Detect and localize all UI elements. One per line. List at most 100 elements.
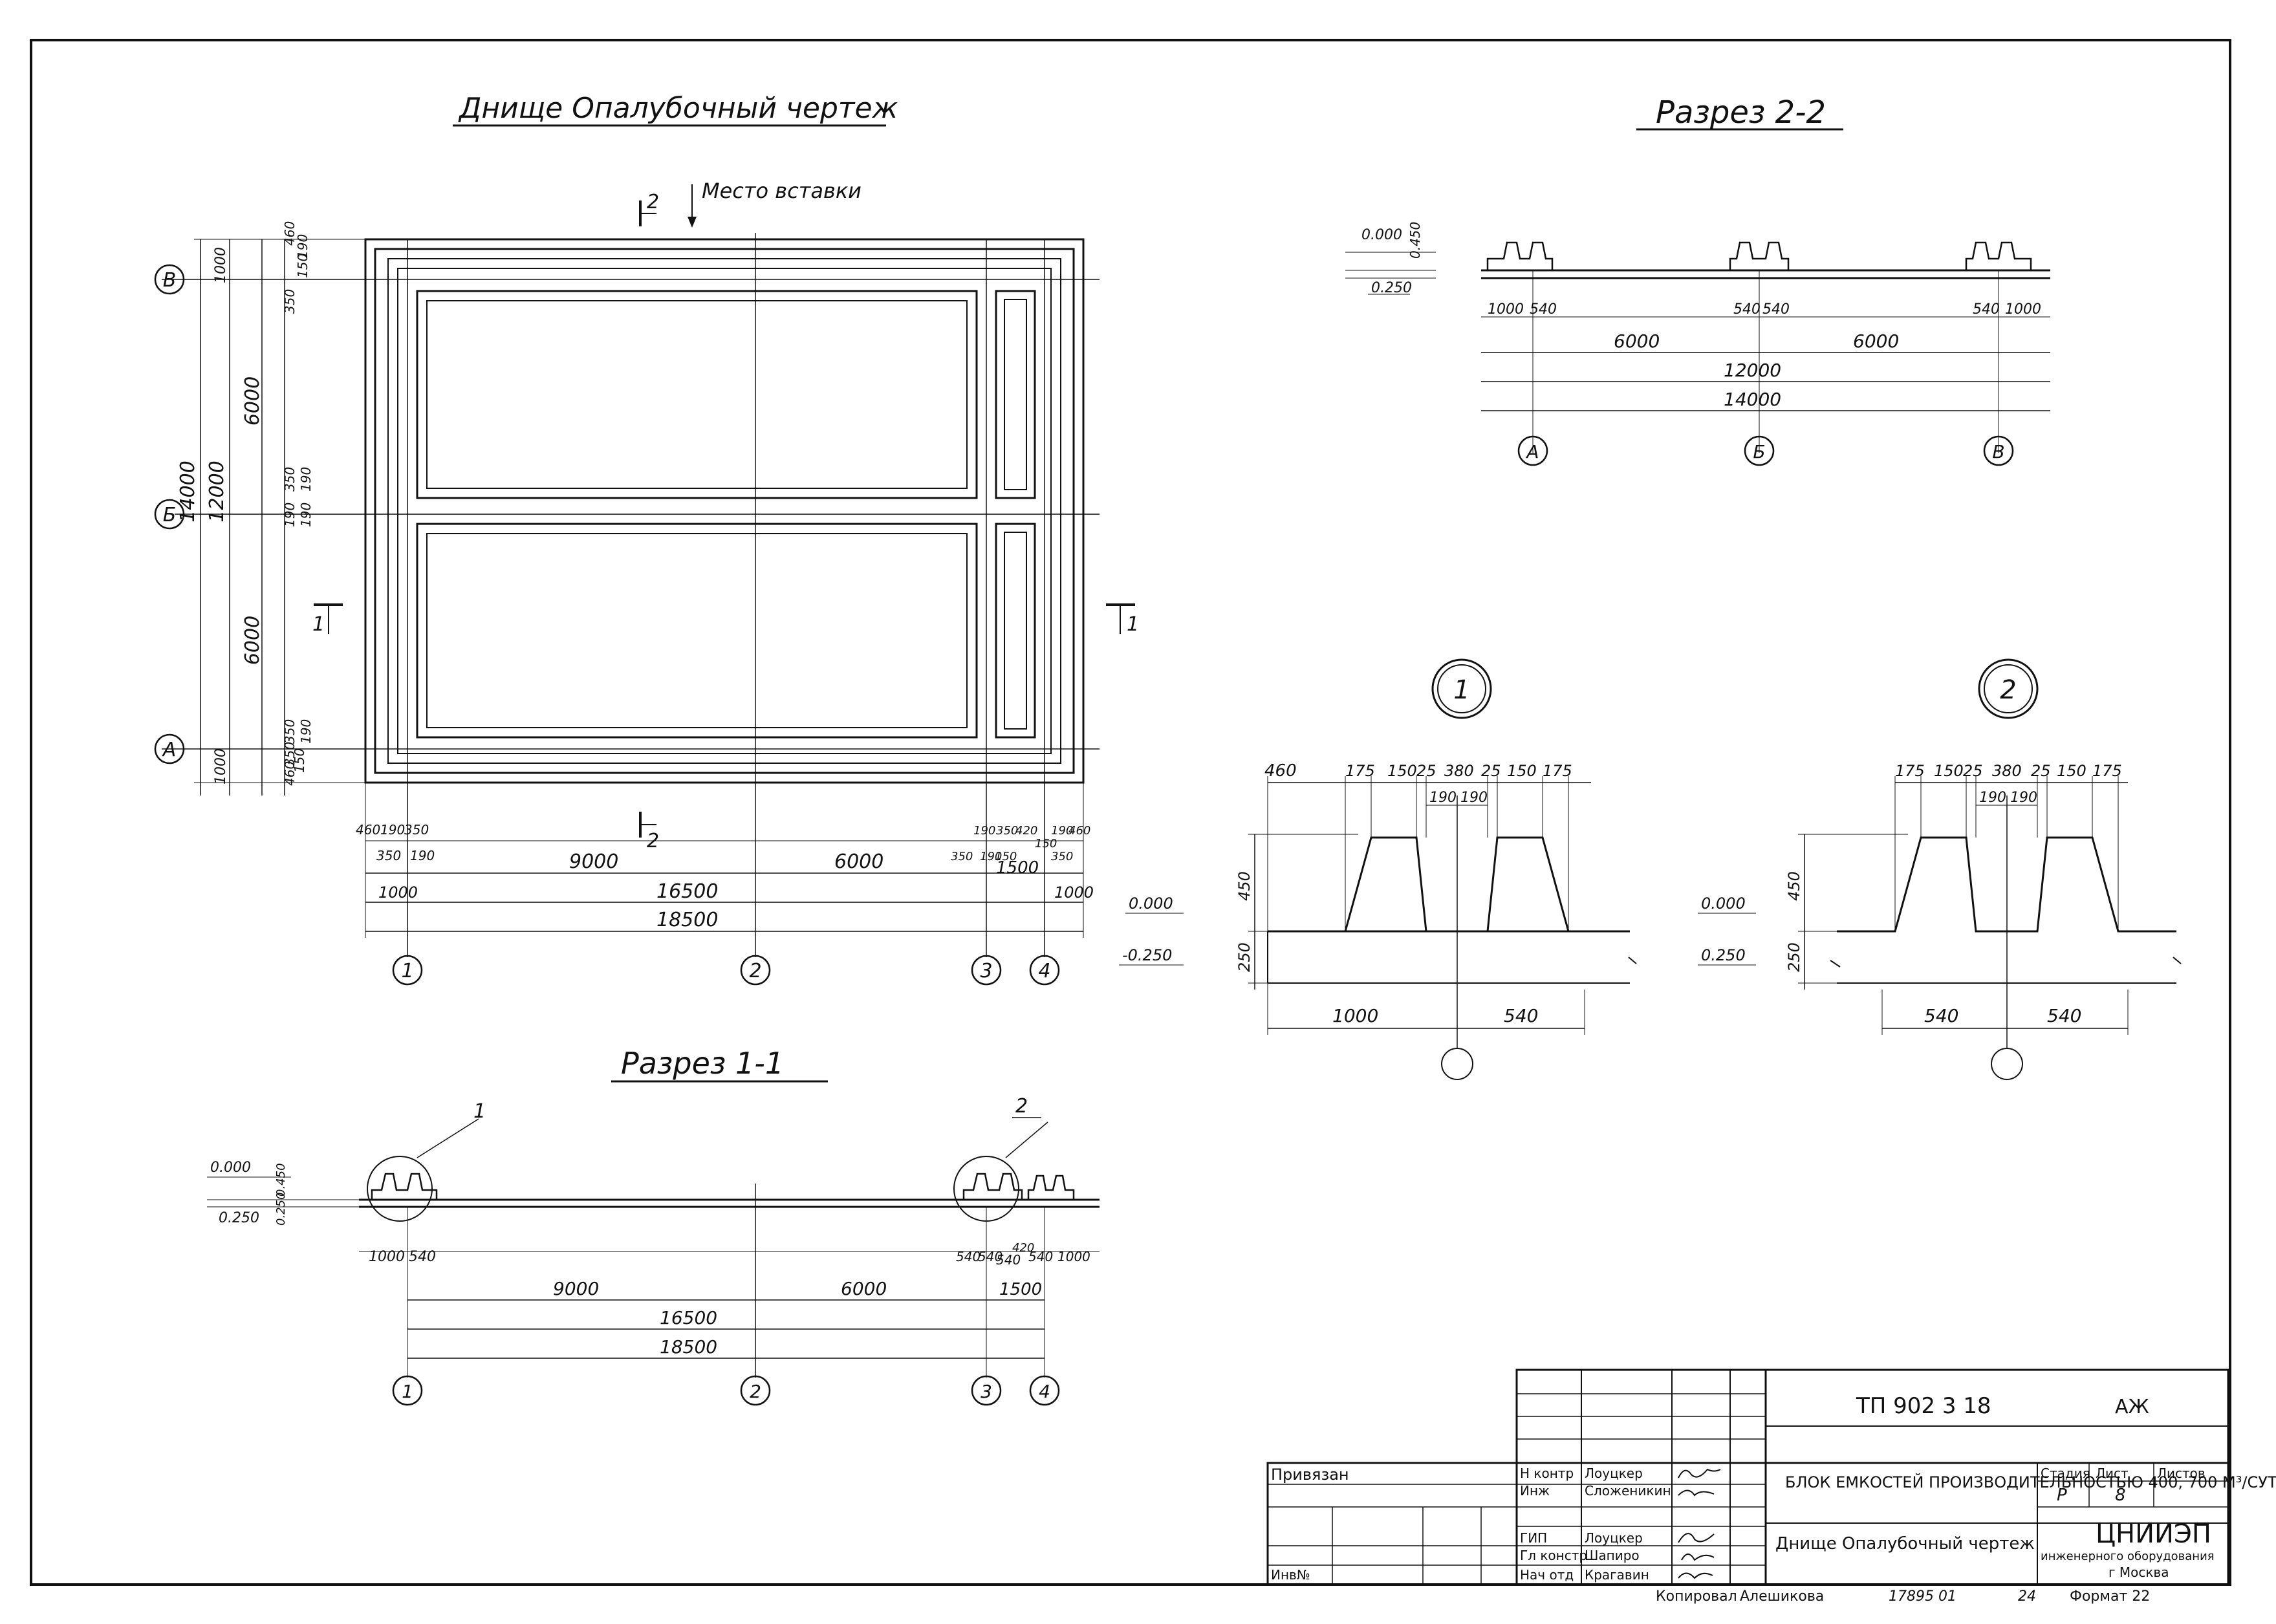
detail2-axis-bubble [1991,1048,2023,1080]
svg-text:1000: 1000 [1057,1249,1090,1264]
svg-text:0.000: 0.000 [1701,894,1746,913]
section22-title: Разрез 2-2 [1656,94,1826,131]
svg-text:Листов: Листов [2157,1466,2206,1481]
detail-2: 2 450 250 0.000 0.250 175 150 25 380 25 … [1698,658,2182,1080]
svg-text:1000: 1000 [1488,301,1524,318]
axis-bubble-1 [392,955,423,986]
svg-text:460: 460 [282,221,298,246]
svg-text:175: 175 [1895,762,1925,780]
svg-text:Стадия: Стадия [2041,1466,2090,1481]
plan-view: Место вставки 2 2 1 1 В Б А 14000 12000 … [154,179,1139,986]
svg-text:Лоуцкер: Лоуцкер [1585,1466,1643,1481]
svg-text:12000: 12000 [1724,360,1781,381]
svg-text:190: 190 [295,234,310,259]
svg-text:12000: 12000 [206,460,228,522]
svg-text:А: А [1525,441,1539,462]
svg-text:250: 250 [1235,942,1253,972]
svg-text:6000: 6000 [1853,330,1899,352]
svg-text:2: 2 [750,1381,761,1402]
svg-text:18500: 18500 [656,909,718,931]
signature-1 [1678,1468,1721,1478]
svg-text:3: 3 [980,960,992,982]
svg-text:1000: 1000 [213,247,229,283]
svg-text:3: 3 [981,1381,992,1402]
axis-bubble-B [154,499,185,530]
svg-text:350: 350 [282,289,298,314]
insert-note: Место вставки [702,179,862,203]
svg-text:6000: 6000 [241,376,264,426]
axis-bubble-A [154,733,185,764]
svg-text:175: 175 [1345,762,1375,780]
svg-text:250: 250 [1785,942,1803,972]
svg-text:Привязан: Привязан [1271,1466,1349,1484]
section22-axis-B [1744,435,1775,466]
svg-text:1: 1 [401,960,413,982]
svg-text:16500: 16500 [660,1307,717,1328]
axis-bubble-4 [1029,955,1060,986]
section11-axis-4 [1029,1375,1060,1406]
detail2-bubble [1978,658,2039,719]
svg-text:Н контр: Н контр [1520,1466,1574,1481]
svg-text:2: 2 [1015,1095,1028,1118]
signature-2 [1678,1489,1715,1497]
svg-text:Крагавин: Крагавин [1585,1567,1649,1583]
svg-text:9000: 9000 [569,850,618,873]
svg-text:Инж: Инж [1520,1483,1550,1499]
svg-text:540: 540 [2047,1005,2081,1026]
svg-text:540: 540 [409,1249,436,1265]
svg-text:24: 24 [2018,1588,2036,1605]
sheet-frame [30,39,2231,1586]
svg-text:150: 150 [292,748,307,773]
callout-circle-1 [367,1156,433,1222]
title-block: ТП 902 3 18 АЖ БЛОК ЕМКОСТЕЙ ПРОИЗВОДИТЕ… [1266,1369,2276,1605]
axis-bubble-2 [740,955,771,986]
svg-text:460: 460 [282,761,298,786]
svg-text:540: 540 [1924,1005,1958,1026]
svg-text:380: 380 [1444,762,1474,780]
svg-text:350: 350 [996,824,1018,838]
svg-text:25: 25 [1963,762,1983,780]
svg-text:1000: 1000 [1332,1005,1378,1026]
svg-text:150: 150 [1035,837,1057,850]
signature-4 [1681,1554,1715,1561]
svg-text:9000: 9000 [553,1278,599,1299]
svg-text:2: 2 [647,191,659,213]
svg-text:0.000: 0.000 [1361,227,1402,243]
svg-text:190: 190 [282,503,298,527]
svg-text:1: 1 [1453,675,1469,705]
svg-text:540: 540 [1504,1005,1538,1026]
svg-text:1000: 1000 [213,748,229,785]
svg-text:Б: Б [163,504,177,526]
svg-text:1: 1 [312,613,325,636]
svg-text:350: 350 [282,467,298,492]
svg-text:190: 190 [380,822,405,838]
svg-text:190: 190 [1979,790,2006,806]
svg-text:6000: 6000 [841,1278,887,1299]
svg-text:190: 190 [410,848,435,863]
svg-text:18500: 18500 [660,1336,717,1358]
svg-text:540: 540 [1973,301,2000,318]
svg-text:540: 540 [1530,301,1557,318]
svg-text:540: 540 [978,1249,1003,1264]
section22-axis-A [1517,435,1548,466]
section-2-2: 0.000 0.450 0.250 1000 540 540 540 540 1… [1345,222,2050,466]
section-1-1: 1 2 0.000 0.250 0.450 0.250 1000 540 540… [207,1095,1100,1406]
svg-text:420: 420 [1012,1241,1034,1255]
svg-text:Формат 22: Формат 22 [2070,1588,2150,1605]
svg-text:1000: 1000 [2005,301,2041,318]
svg-text:350: 350 [282,719,298,744]
svg-text:460: 460 [1068,824,1090,838]
svg-text:450: 450 [1235,871,1253,901]
doc-mark: АЖ [2115,1396,2149,1418]
plan-title: Днище Опалубочный чертеж [458,92,898,125]
section11-title: Разрез 1-1 [621,1046,784,1081]
svg-text:540: 540 [996,1252,1021,1268]
svg-text:190: 190 [1051,824,1073,838]
svg-text:25: 25 [1481,762,1501,780]
svg-text:190: 190 [1460,790,1488,806]
svg-text:Алешикова: Алешикова [1740,1588,1824,1605]
svg-text:350: 350 [282,742,298,766]
svg-text:4: 4 [1039,1381,1050,1402]
svg-text:190: 190 [298,467,314,492]
